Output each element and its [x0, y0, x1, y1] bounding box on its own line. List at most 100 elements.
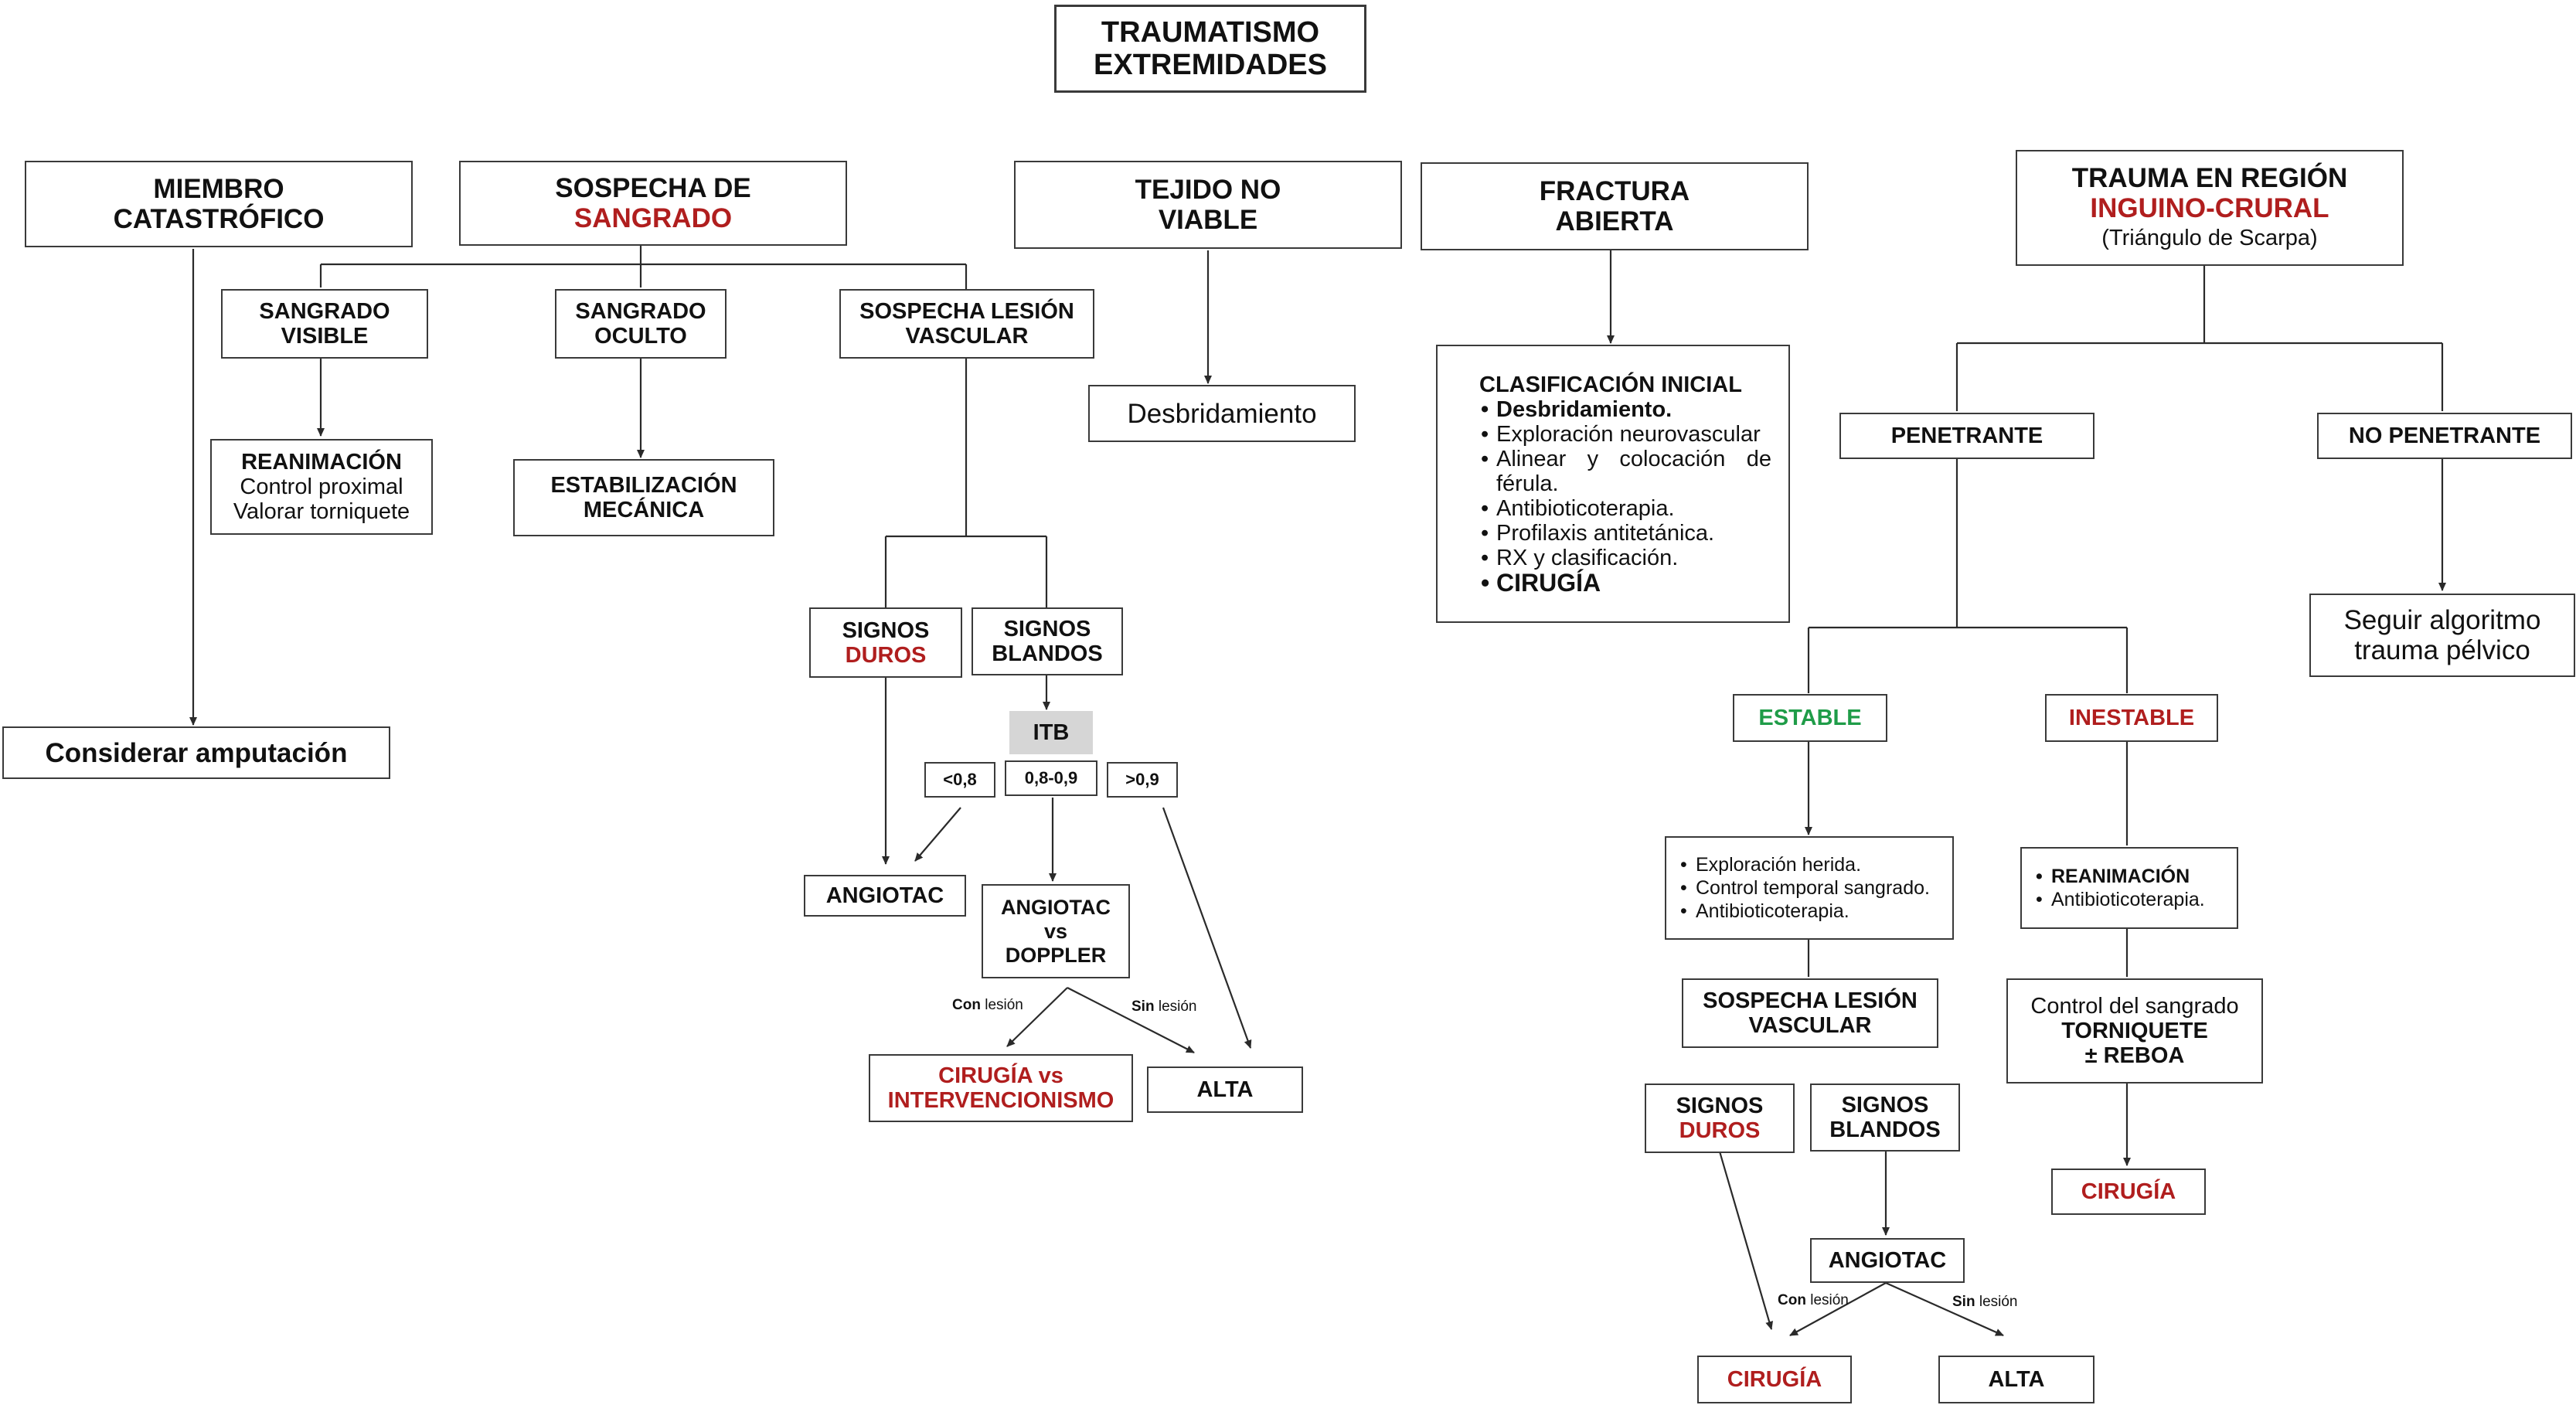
seguir-algoritmo-pelvico-box: Seguir algoritmo trauma pélvico	[2309, 594, 2575, 677]
sospecha-sangrado-box: SOSPECHA DE SANGRADO	[459, 161, 847, 246]
sin-lesion-2-word-1: Sin	[1952, 1294, 1975, 1310]
alta-2-label: ALTA	[1988, 1367, 2045, 1392]
pelvico-line-2: trauma pélvico	[2354, 635, 2530, 665]
alta-2-box: ALTA	[1938, 1356, 2094, 1403]
angio-doppler-line-2: vs	[1043, 919, 1068, 943]
estable-actions-box: Exploración herida. Control temporal san…	[1665, 836, 1954, 940]
blandos-label-2: BLANDOS	[992, 641, 1103, 666]
angiotac-label: ANGIOTAC	[825, 883, 944, 908]
blandos-2-line-2: BLANDOS	[1829, 1118, 1941, 1142]
sospecha-lesion-vascular-box: SOSPECHA LESIÓN VASCULAR	[839, 289, 1094, 359]
inestable-box: INESTABLE	[2045, 694, 2218, 742]
miembro-label-1: MIEMBRO	[153, 174, 284, 204]
sin-lesion-word-2: lesión	[1158, 998, 1197, 1015]
visible-label-2: VISIBLE	[281, 324, 369, 349]
itb-low-label: <0,8	[943, 770, 977, 789]
duros-2-line-1: SIGNOS	[1676, 1094, 1764, 1118]
con-lesion-word-1: Con	[952, 997, 981, 1013]
duros-label-2: DUROS	[845, 642, 927, 668]
clasificacion-item: Desbridamiento.	[1479, 397, 1771, 422]
itb-mid-label: 0,8-0,9	[1024, 768, 1078, 788]
con-lesion-label: Con lesión	[952, 997, 1023, 1014]
clasificacion-item: Profilaxis antitetánica.	[1479, 521, 1771, 546]
con-lesion-2-label: Con lesión	[1778, 1292, 1849, 1309]
con-lesion-2-word-1: Con	[1778, 1292, 1806, 1308]
tejido-label-2: VIABLE	[1158, 205, 1258, 235]
signos-duros-2-box: SIGNOS DUROS	[1645, 1084, 1795, 1153]
visible-label-1: SANGRADO	[259, 299, 390, 324]
inestable-action-item: REANIMACIÓN	[2034, 865, 2205, 888]
cirugia-vs-line-1: CIRUGÍA vs	[938, 1063, 1063, 1088]
angiotac-2-box: ANGIOTAC	[1810, 1238, 1965, 1283]
angiotac-2-label: ANGIOTAC	[1828, 1248, 1947, 1273]
estable-box: ESTABLE	[1733, 694, 1887, 742]
clasificacion-inicial-box: CLASIFICACIÓN INICIAL Desbridamiento. Ex…	[1436, 345, 1790, 623]
vascular-label-2: VASCULAR	[905, 324, 1029, 349]
estabilizacion-label-2: MECÁNICA	[583, 498, 705, 522]
tejido-label-1: TEJIDO NO	[1135, 175, 1281, 205]
cirugia-final-box: CIRUGÍA	[1697, 1356, 1852, 1403]
inguino-label-3: (Triángulo de Scarpa)	[2101, 225, 2318, 250]
pelvico-line-1: Seguir algoritmo	[2343, 605, 2541, 635]
cirugia-inestable-label: CIRUGÍA	[2081, 1179, 2176, 1204]
reanimacion-title: REANIMACIÓN	[241, 450, 402, 475]
clasificacion-item: Antibioticoterapia.	[1479, 496, 1771, 521]
itb-mid-box: 0,8-0,9	[1005, 760, 1097, 796]
itb-box: ITB	[1009, 711, 1093, 754]
sospecha-2-line-1: SOSPECHA LESIÓN	[1703, 988, 1918, 1013]
duros-2-line-2: DUROS	[1679, 1118, 1761, 1143]
signos-blandos-box: SIGNOS BLANDOS	[972, 607, 1123, 675]
control-line-3: ± REBOA	[2084, 1043, 2185, 1068]
miembro-catastrofico-box: MIEMBRO CATASTRÓFICO	[25, 161, 413, 247]
sin-lesion-label: Sin lesión	[1131, 998, 1197, 1015]
sangrado-oculto-box: SANGRADO OCULTO	[555, 289, 727, 359]
inguino-label-2: INGUINO-CRURAL	[2090, 192, 2329, 223]
clasificacion-list: Desbridamiento. Exploración neurovascula…	[1479, 397, 1771, 595]
sangrado-label-1: SOSPECHA DE	[555, 173, 751, 203]
signos-blandos-2-box: SIGNOS BLANDOS	[1810, 1084, 1960, 1152]
oculto-label-1: SANGRADO	[575, 299, 706, 324]
no-penetrante-box: NO PENETRANTE	[2317, 413, 2572, 459]
alta-label: ALTA	[1196, 1077, 1254, 1102]
inestable-actions-list: REANIMACIÓN Antibioticoterapia.	[2034, 865, 2205, 911]
duros-label-1: SIGNOS	[842, 617, 930, 643]
sin-lesion-2-word-2: lesión	[1979, 1294, 2018, 1310]
oculto-label-2: OCULTO	[594, 324, 687, 349]
penetrante-box: PENETRANTE	[1839, 413, 2094, 459]
sospecha-2-line-2: VASCULAR	[1748, 1013, 1872, 1038]
fractura-label-1: FRACTURA	[1539, 176, 1690, 206]
clasificacion-item: Exploración neurovascular	[1479, 422, 1771, 447]
itb-low-box: <0,8	[924, 762, 995, 798]
clasificacion-item: RX y clasificación.	[1479, 546, 1771, 570]
trauma-inguino-crural-box: TRAUMA EN REGIÓN INGUINO-CRURAL (Triángu…	[2016, 150, 2404, 266]
sangrado-visible-box: SANGRADO VISIBLE	[221, 289, 428, 359]
itb-high-box: >0,9	[1107, 762, 1178, 798]
cirugia-final-label: CIRUGÍA	[1727, 1367, 1822, 1392]
desbridamiento-label: Desbridamiento	[1127, 398, 1317, 429]
no-penetrante-label: NO PENETRANTE	[2348, 424, 2541, 448]
angiotac-box: ANGIOTAC	[804, 875, 966, 917]
inestable-label: INESTABLE	[2068, 706, 2195, 730]
reanimacion-line-1: Control proximal	[240, 475, 403, 499]
cirugia-inestable-box: CIRUGÍA	[2051, 1169, 2206, 1215]
title-box: TRAUMATISMO EXTREMIDADES	[1054, 5, 1366, 93]
blandos-2-line-1: SIGNOS	[1841, 1093, 1929, 1118]
title-line-1: TRAUMATISMO	[1101, 16, 1320, 49]
inguino-label-1: TRAUMA EN REGIÓN	[2071, 162, 2348, 193]
estable-action-item: Exploración herida.	[1679, 853, 1930, 876]
angio-doppler-line-3: DOPPLER	[1005, 943, 1107, 967]
tejido-no-viable-box: TEJIDO NO VIABLE	[1014, 161, 1402, 249]
con-lesion-word-2: lesión	[985, 997, 1023, 1013]
angiotac-vs-doppler-box: ANGIOTAC vs DOPPLER	[982, 884, 1130, 978]
con-lesion-2-word-2: lesión	[1810, 1292, 1849, 1308]
control-sangrado-box: Control del sangrado TORNIQUETE ± REBOA	[2006, 978, 2263, 1084]
fractura-abierta-box: FRACTURA ABIERTA	[1421, 162, 1809, 250]
clasificacion-item: Alinear y colocación de férula.	[1479, 447, 1771, 496]
estable-action-item: Antibioticoterapia.	[1679, 900, 1930, 923]
blandos-label-1: SIGNOS	[1003, 617, 1091, 641]
inestable-actions-box: REANIMACIÓN Antibioticoterapia.	[2020, 847, 2238, 929]
clasificacion-item: CIRUGÍA	[1479, 570, 1771, 595]
reanimacion-line-2: Valorar torniquete	[233, 499, 410, 524]
inestable-action-item: Antibioticoterapia.	[2034, 888, 2205, 911]
estable-action-item: Control temporal sangrado.	[1679, 876, 1930, 900]
